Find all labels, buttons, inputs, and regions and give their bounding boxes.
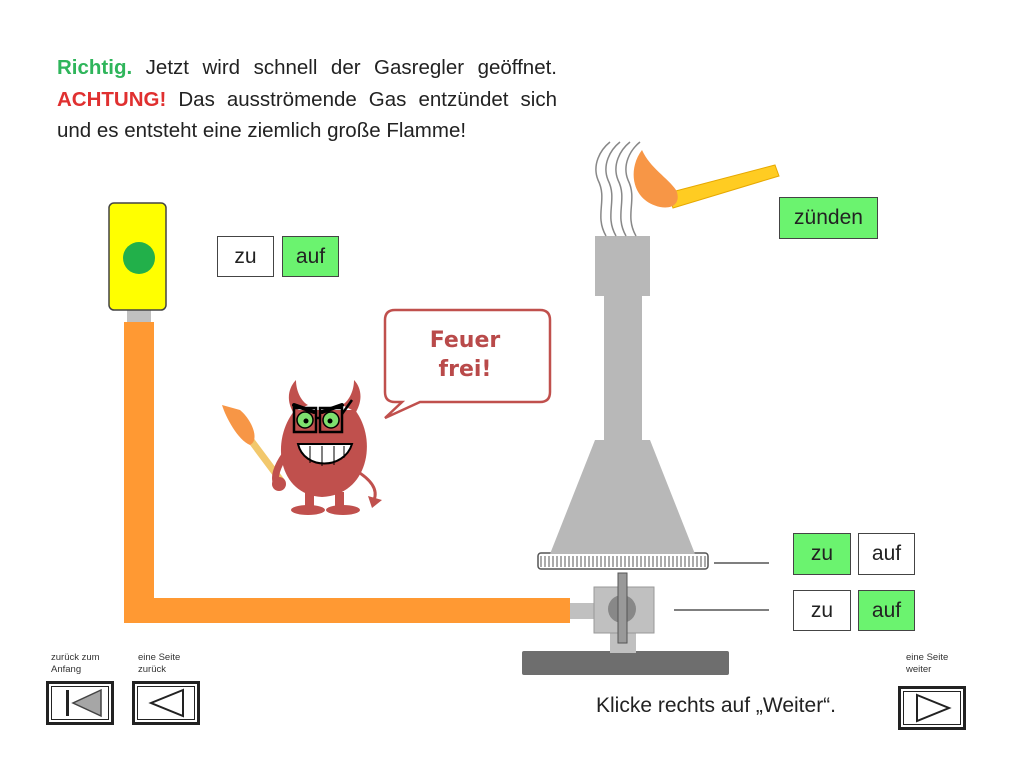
air-close-button[interactable]: zu: [793, 533, 851, 575]
hose-nozzle: [570, 603, 600, 619]
gas-close-button[interactable]: zu: [793, 590, 851, 631]
nav-forward-button[interactable]: [898, 686, 966, 730]
gas-regulator-lever[interactable]: [617, 572, 628, 644]
gas-tap-indicator: [123, 242, 155, 274]
nav-back-label: eine Seite zurück: [138, 652, 181, 675]
continue-instruction: Klicke rechts auf „Weiter“.: [596, 694, 837, 717]
devil-character: [222, 380, 382, 515]
gas-tap-close-button[interactable]: zu: [217, 236, 274, 277]
gas-hose-horizontal: [124, 598, 570, 623]
speech-line-2: frei!: [438, 357, 492, 382]
nav-start-label: zurück zum Anfang: [51, 652, 100, 675]
match-stick: [667, 164, 780, 209]
match-flame: [633, 150, 678, 208]
nav-forward-label: eine Seite weiter: [906, 652, 949, 675]
burner-tube-top: [595, 236, 650, 296]
gas-tap-open-button[interactable]: auf: [282, 236, 339, 277]
burner-tube: [604, 296, 642, 446]
skip-to-start-icon: [66, 688, 102, 718]
gas-wisps: [595, 141, 641, 237]
air-regulator-ring[interactable]: [537, 552, 709, 570]
instruction-part-1: Jetzt wird schnell der Gasregler geöffne…: [132, 56, 557, 79]
nav-back-button[interactable]: [132, 681, 200, 725]
speech-bubble: [383, 308, 552, 420]
nav-start-button[interactable]: [46, 681, 114, 725]
speech-bubble-text: Feuer frei!: [410, 326, 520, 384]
warning-label: ACHTUNG!: [57, 87, 167, 111]
triangle-left-icon: [148, 688, 184, 718]
gas-hose-vertical: [124, 322, 154, 622]
air-open-button[interactable]: auf: [858, 533, 915, 575]
triangle-right-icon: [916, 693, 952, 723]
speech-line-1: Feuer: [429, 328, 501, 353]
burner-cone: [550, 440, 695, 554]
instruction-part-2: Das ausströmende Gas entzündet sich und …: [57, 87, 557, 143]
tap-connector: [127, 308, 151, 326]
correct-label: Richtig.: [57, 56, 133, 79]
burner-base: [522, 651, 729, 675]
ignite-button[interactable]: zünden: [779, 197, 878, 239]
gas-open-button[interactable]: auf: [858, 590, 915, 631]
instruction-text: Richtig. Jetzt wird schnell der Gasregle…: [57, 52, 557, 147]
